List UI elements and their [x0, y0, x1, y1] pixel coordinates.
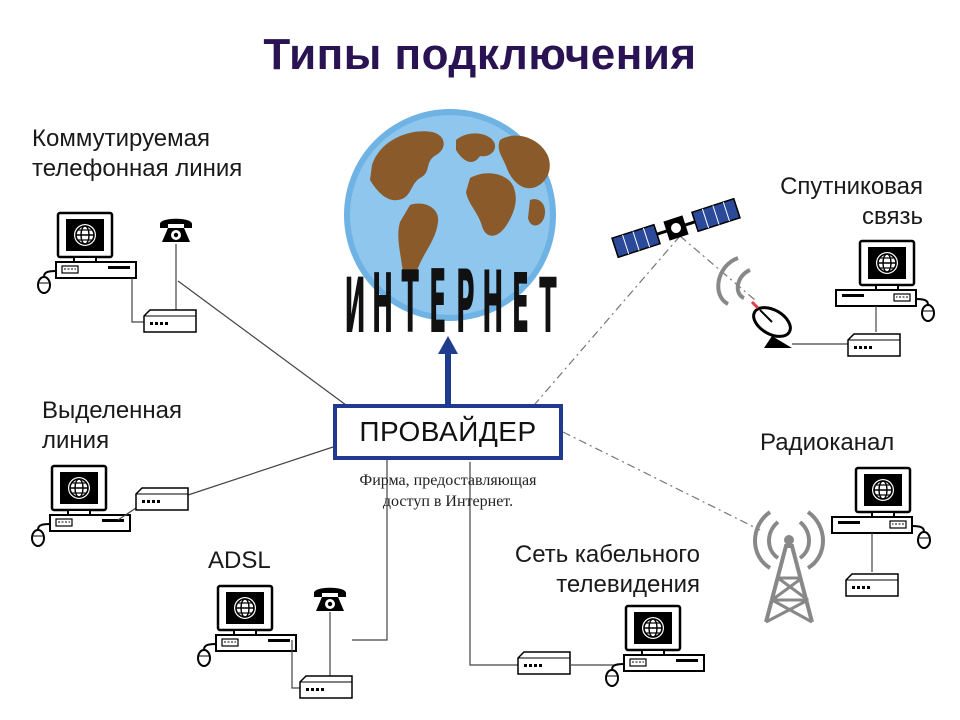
satellite-dish-icon — [716, 256, 792, 348]
satellite-computer-icon — [834, 239, 936, 323]
satellite-modem-icon — [847, 333, 901, 357]
internet-letter: Е — [512, 258, 529, 352]
label-cable-line1: Сеть кабельного — [514, 541, 700, 568]
provider-description-line1: Фирма, предоставляющая — [359, 472, 537, 489]
label-leased: Выделенная линия — [42, 396, 182, 456]
line-cable — [469, 462, 520, 666]
label-adsl-line1: ADSL — [208, 547, 271, 574]
satellite-icon — [611, 197, 741, 259]
provider-label: ПРОВАЙДЕР — [359, 416, 537, 447]
leased-computer-icon — [30, 464, 132, 548]
label-dialup-line1: Коммутируемая — [32, 125, 210, 152]
label-cable: Сеть кабельного телевидения — [470, 540, 700, 600]
upward-arrow-icon — [438, 336, 458, 404]
internet-letter: И — [344, 262, 365, 351]
provider-box: ПРОВАЙДЕР — [333, 404, 563, 460]
label-cable-line2: телевидения — [556, 571, 700, 598]
radio-computer-icon — [830, 466, 932, 550]
leased-modem-icon — [135, 487, 189, 511]
dialup-phone-icon — [160, 218, 192, 242]
label-satellite-line1: Спутниковая — [780, 173, 923, 200]
label-leased-line2: линия — [42, 427, 110, 454]
line-satellite-dish — [679, 235, 756, 301]
provider-description: Фирма, предоставляющая доступ в Интернет… — [320, 470, 576, 512]
label-radio-line1: Радиоканал — [760, 429, 895, 456]
label-adsl: ADSL — [208, 546, 271, 576]
label-radio: Радиоканал — [760, 428, 894, 458]
internet-letter: Н — [372, 258, 393, 352]
label-dialup-line2: телефонная линия — [32, 155, 243, 182]
adsl-phone-icon — [314, 587, 346, 611]
label-satellite-line2: связь — [862, 203, 923, 230]
internet-letter: Н — [482, 252, 503, 352]
cable-modem-icon — [517, 651, 571, 675]
line-leased — [187, 446, 334, 496]
line-radio — [562, 431, 761, 531]
dialup-modem-icon — [143, 309, 197, 333]
radio-tower-icon — [753, 510, 825, 624]
radio-modem-icon — [845, 573, 899, 597]
internet-letter: Р — [456, 252, 475, 354]
internet-letter: Т — [539, 262, 557, 351]
line-adsl — [352, 460, 388, 641]
cable-computer-icon — [604, 604, 706, 688]
label-dialup: Коммутируемая телефонная линия — [32, 124, 242, 184]
globe-icon — [344, 109, 556, 321]
label-satellite: Спутниковая связь — [700, 172, 923, 232]
line-dialup — [177, 280, 351, 409]
line-satellite-provider — [534, 235, 681, 405]
provider-description-line2: доступ в Интернет. — [382, 493, 514, 510]
connection-lines — [177, 235, 761, 666]
internet-letter: Е — [429, 252, 446, 354]
adsl-modem-icon — [299, 675, 353, 699]
adsl-computer-icon — [196, 584, 298, 668]
internet-letter: Т — [401, 252, 418, 352]
dialup-computer-icon — [36, 211, 138, 295]
diagram-title: Типы подключения — [263, 30, 697, 79]
label-leased-line1: Выделенная — [42, 397, 183, 424]
